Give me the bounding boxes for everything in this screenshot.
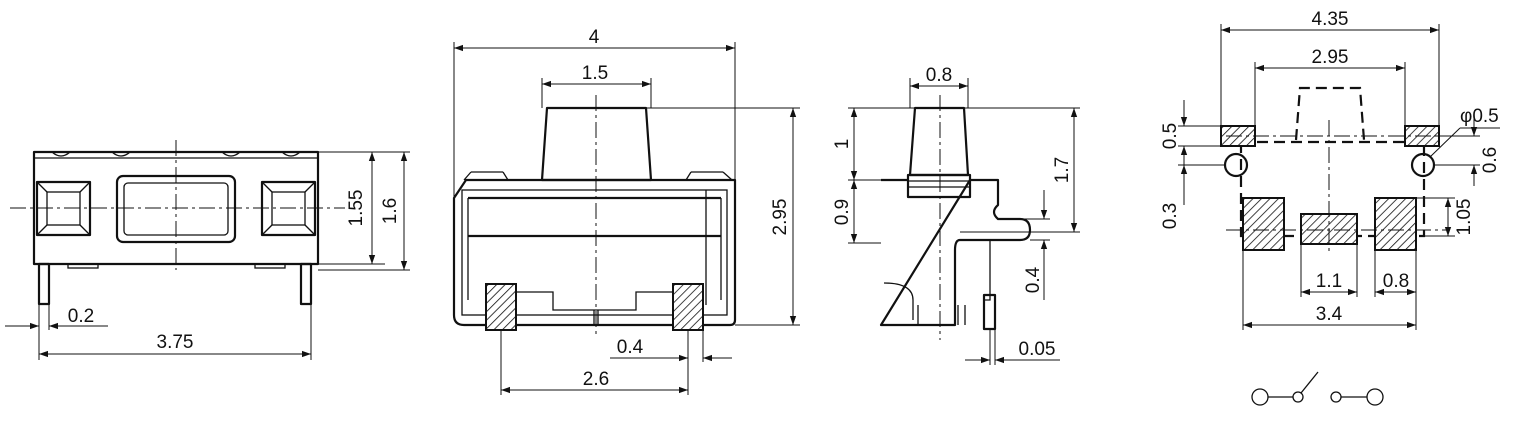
dim-tab-height: 0.4 — [1023, 266, 1044, 293]
dim-pad-span: 2.6 — [583, 369, 609, 390]
footprint-right-pad — [1374, 197, 1417, 251]
profile-actuator — [906, 106, 972, 199]
footprint-actuator-outline — [1294, 86, 1366, 141]
dim-total-height: 2.95 — [770, 199, 791, 236]
dim-profile-body-height: 1.7 — [1052, 157, 1073, 183]
front-dimensions — [5, 151, 410, 360]
dim-pin-width: 0.2 — [68, 306, 94, 327]
dim-footprint-pad-span: 3.4 — [1316, 304, 1343, 325]
side-left-pad — [485, 283, 517, 331]
dim-actuator-width: 1.5 — [582, 63, 608, 84]
side-view: 4 1.5 2.95 0.4 2.6 — [452, 27, 800, 395]
dim-full-height: 1.6 — [380, 198, 401, 224]
dim-side-pad-width: 0.8 — [1383, 271, 1409, 292]
dim-hole-offset: 0.3 — [1160, 203, 1181, 229]
dim-pad-height: 0.5 — [1160, 123, 1181, 149]
front-view: 1.55 1.6 0.2 3.75 — [5, 140, 410, 360]
dim-pad-gap: 0.4 — [617, 337, 644, 358]
side-dimensions — [453, 42, 800, 395]
switch-symbol — [1251, 371, 1384, 406]
dim-center-pad-width: 1.1 — [1316, 271, 1342, 292]
dim-profile-actuator-width: 0.8 — [926, 65, 952, 86]
dim-pin-span: 3.75 — [157, 332, 194, 353]
dim-pad-row-height: 1.05 — [1454, 199, 1475, 236]
dim-inner-width: 2.95 — [1312, 47, 1349, 68]
dim-body-width: 4 — [589, 27, 600, 48]
dim-offset: 0.05 — [1019, 339, 1056, 360]
side-body-outline — [452, 171, 737, 327]
dim-actuator-height: 1 — [832, 139, 853, 150]
side-right-pad — [672, 283, 704, 331]
profile-view: 0.8 1 0.9 1.7 0.4 0.05 — [832, 65, 1080, 365]
dim-lower-height: 0.9 — [832, 199, 853, 225]
dim-overall-width: 4.35 — [1312, 9, 1349, 30]
footprint-view: 4.35 2.95 0.5 0.3 φ0.5 0.6 1.05 1.1 0.8 … — [1160, 9, 1501, 330]
footprint-left-hole — [1223, 152, 1249, 178]
dim-hole-pitch: 0.6 — [1480, 147, 1501, 173]
profile-body-outline — [879, 178, 1032, 331]
dim-hole-diameter: φ0.5 — [1460, 106, 1499, 127]
dim-top-height: 1.55 — [346, 190, 367, 227]
footprint-left-pad — [1242, 197, 1285, 251]
profile-dimensions — [848, 78, 1080, 365]
footprint-dimensions — [1178, 24, 1500, 330]
